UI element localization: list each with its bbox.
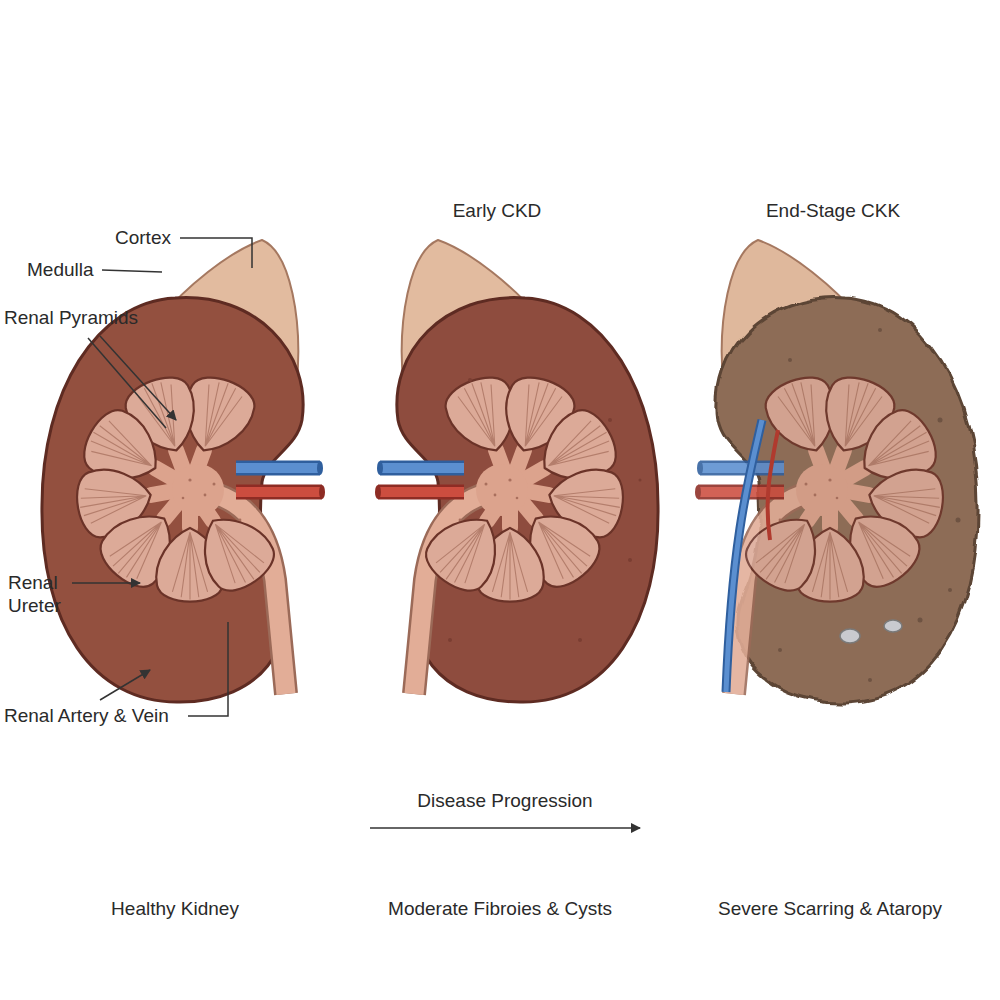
stage-caption: Moderate Fibroies & Cysts xyxy=(388,898,612,921)
scar-texture xyxy=(778,328,961,682)
end-stage-vessels xyxy=(726,420,778,692)
part-label: Renal Pyramids xyxy=(4,307,138,330)
leader-line xyxy=(100,336,176,420)
fibrosis-speckles xyxy=(448,378,642,642)
leader-line xyxy=(100,670,150,700)
early-ckd-kidney xyxy=(375,240,658,702)
part-label: Renal Ureter xyxy=(8,572,70,618)
end-stage-kidney xyxy=(695,240,978,702)
stage-heading: Early CKD xyxy=(453,200,542,223)
leader-line xyxy=(88,338,166,428)
leader-line xyxy=(102,270,162,272)
progression-arrow xyxy=(370,827,640,829)
kidney-interior xyxy=(72,370,325,694)
leader-line xyxy=(188,622,228,716)
part-label: Cortex xyxy=(115,227,171,250)
part-label: Medulla xyxy=(27,259,94,282)
progression-label: Disease Progression xyxy=(417,790,592,813)
cysts xyxy=(840,620,902,643)
stage-caption: Healthy Kidney xyxy=(111,898,239,921)
kidney-interior xyxy=(695,370,948,694)
stage-heading: End-Stage CKK xyxy=(766,200,900,223)
leader-line xyxy=(180,238,252,268)
part-label: Renal Artery & Vein xyxy=(4,705,169,728)
kidney-interior xyxy=(375,370,628,694)
leader-lines xyxy=(72,238,640,828)
stage-caption: Severe Scarring & Ataropy xyxy=(718,898,942,921)
leader-line xyxy=(72,582,140,584)
